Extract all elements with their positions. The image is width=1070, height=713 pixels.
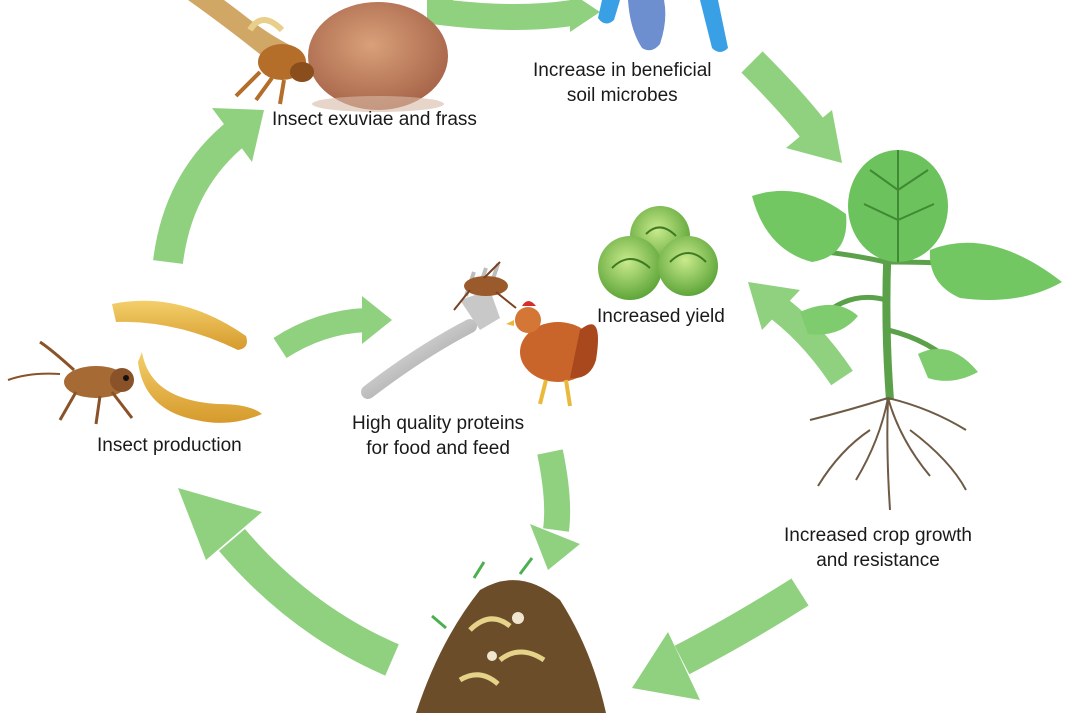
compost-pile-illustration bbox=[416, 557, 606, 713]
proteins-label-line2: for food and feed bbox=[366, 438, 510, 459]
frass-pile-illustration bbox=[308, 2, 448, 112]
arrow-plant-to-yield bbox=[748, 282, 853, 386]
label-high-quality-proteins: High quality proteins for food and feed bbox=[352, 411, 524, 461]
proteins-label-line1: High quality proteins bbox=[352, 413, 525, 434]
insect-exuviae-illustration bbox=[188, 0, 314, 105]
cricket-illustration bbox=[7, 340, 134, 425]
plant-illustration bbox=[752, 150, 1062, 511]
arrow-proteins-to-compost bbox=[530, 449, 580, 570]
arrow-production-to-proteins bbox=[273, 296, 392, 359]
label-increased-yield: Increased yield bbox=[597, 304, 725, 329]
microbes-label-line1: Increase in beneficial bbox=[533, 60, 712, 81]
chicken-illustration bbox=[506, 301, 598, 407]
label-insect-exuviae-and-frass: Insect exuviae and frass bbox=[272, 107, 477, 132]
label-increased-crop-growth: Increased crop growth and resistance bbox=[784, 523, 972, 573]
exuviae-label-text: Insect exuviae and frass bbox=[272, 109, 477, 130]
label-soil-microbes: Increase in beneficial soil microbes bbox=[533, 58, 712, 108]
arrow-microbes-to-plant bbox=[741, 51, 842, 163]
crop-label-line2: and resistance bbox=[816, 550, 940, 571]
fork-with-cricket-illustration bbox=[361, 261, 517, 399]
mealworm-large-illustration bbox=[112, 300, 247, 350]
mealworm-small-illustration bbox=[138, 352, 262, 423]
arrow-compost-to-production bbox=[178, 488, 399, 676]
crop-label-line1: Increased crop growth bbox=[784, 525, 972, 546]
label-insect-production: Insect production bbox=[97, 433, 242, 458]
microbes-label-line2: soil microbes bbox=[566, 85, 678, 106]
production-label-text: Insect production bbox=[97, 435, 242, 456]
arrow-frass-to-microbes bbox=[427, 0, 600, 32]
yield-label-text: Increased yield bbox=[597, 306, 725, 327]
arrow-production-to-frass bbox=[153, 108, 264, 265]
brussels-sprouts-illustration bbox=[598, 206, 718, 300]
soil-microbes-illustration bbox=[598, 0, 728, 52]
arrow-crop-to-compost bbox=[632, 578, 809, 700]
